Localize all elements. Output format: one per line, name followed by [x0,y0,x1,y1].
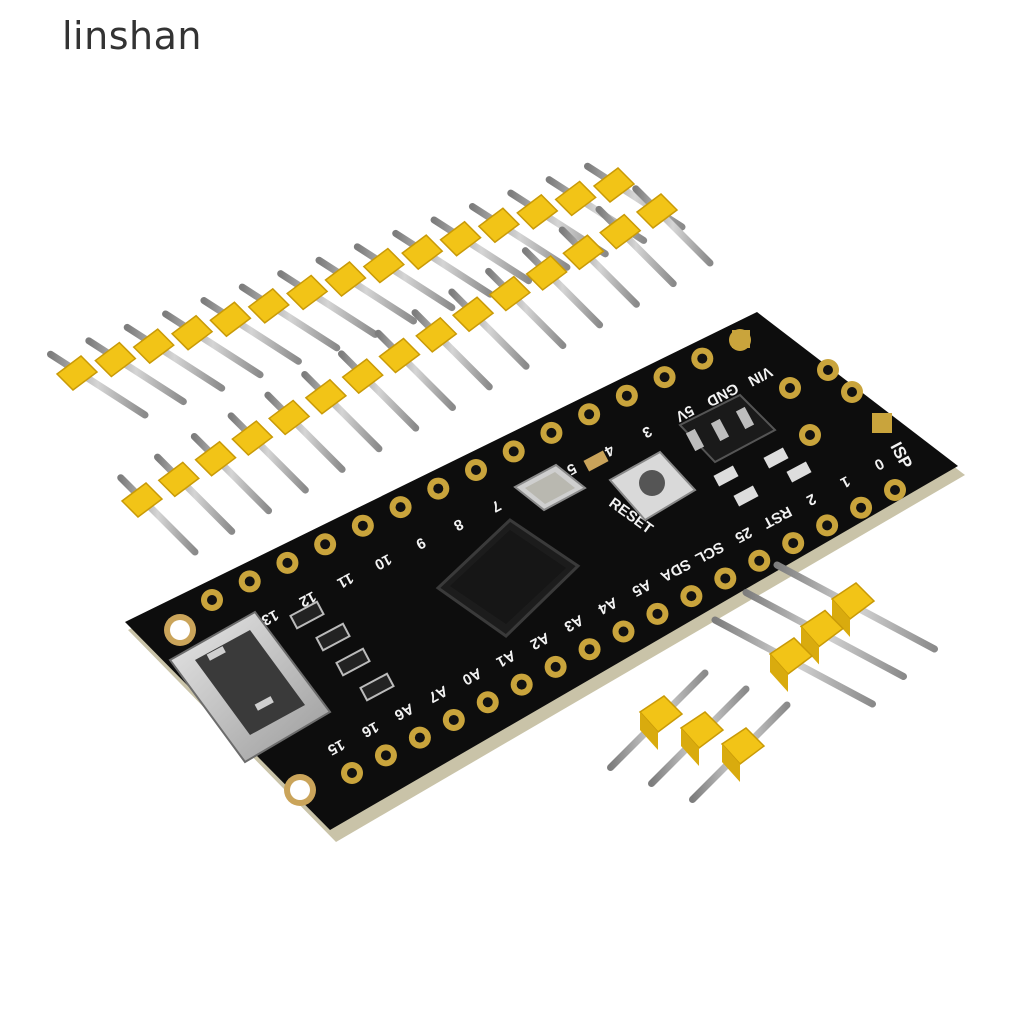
bottom-row-label: 15 [325,736,348,759]
header-plastic-block [562,234,605,271]
square-pad [872,413,892,433]
header-plastic-block [94,341,137,378]
header-pin [374,329,456,411]
short-pin-headers [607,561,938,803]
header-plastic-block [599,213,642,250]
reset-button[interactable] [608,450,697,522]
header-plastic-block [170,314,214,351]
top-row-label: 11 [334,569,356,591]
header-plastic-block [157,461,200,498]
header-plastic-block [679,711,725,750]
header-pin [264,391,346,473]
bottom-row-label: 25 [732,523,755,546]
header-pin [485,267,567,350]
header-plastic-block [362,247,405,284]
header-pin [337,350,420,432]
header-plastic-block [268,399,311,436]
header-plastic-block [477,207,521,244]
header-pin [448,288,530,370]
header-pin [200,297,302,365]
micro-usb-connector [168,610,332,764]
header-pin [558,226,640,308]
header-plastic-block [720,727,766,766]
header-plastic-block [830,582,876,621]
header-pin [632,185,714,267]
header-pin [154,453,236,535]
crystal-oscillator [513,463,587,512]
header-plastic-side [640,712,658,750]
top-row-label: 10 [372,550,395,573]
header-plastic-block [324,261,367,297]
header-plastic-side [770,654,788,692]
watermark-text: linshan [62,14,202,58]
header-plastic-block [120,482,164,518]
header-pin [47,350,149,419]
header-plastic-block [401,234,444,271]
short-header-right [711,561,938,708]
header-plastic-block [341,358,384,395]
header-plastic-block [516,193,559,230]
header-plastic-side [801,626,819,665]
header-pin [162,310,264,379]
header-pin [277,270,379,338]
header-pin [117,474,199,556]
header-plastic-block [768,637,814,676]
header-plastic-side [681,728,699,766]
header-pin [238,283,341,352]
header-plastic-block [635,193,679,229]
header-plastic-block [592,167,636,203]
header-plastic-block [638,695,684,734]
header-plastic-block [209,301,252,338]
header-plastic-block [799,609,845,648]
pcb-board: VINGND5V34567891011121314012RST25SCLSDAA… [125,312,965,842]
header-pin [227,412,309,494]
header-pin [85,337,187,406]
microcontroller-chip [435,518,581,638]
header-plastic-block [525,254,568,291]
short-header-left [607,669,791,803]
header-pin [595,205,677,288]
header-plastic-block [439,220,482,257]
header-plastic-block [194,440,237,477]
header-pin [430,216,533,285]
header-plastic-block [415,316,458,353]
header-pin [392,229,494,298]
header-pin [411,309,493,391]
header-plastic-block [554,180,597,217]
header-pin [123,323,226,392]
header-pin [353,243,456,312]
header-pin [190,432,273,515]
square-pad [732,330,750,348]
header-pin [521,247,604,329]
pad-rows [201,329,906,784]
header-plastic-block [378,337,421,374]
long-pin-headers [47,162,714,556]
header-plastic-block [247,287,290,324]
header-plastic-block [304,378,348,415]
header-plastic-block [451,296,495,333]
header-plastic-side [722,744,740,782]
voltage-regulator [678,393,777,464]
bottom-row-label: 16 [359,718,382,741]
header-plastic-block [231,420,274,457]
header-pin [315,256,417,325]
header-plastic-block [286,274,329,311]
header-strip-front [117,185,714,556]
header-plastic-block [488,275,531,312]
header-strip-back [47,162,686,419]
smd-components [289,447,812,702]
header-plastic-side [832,599,850,637]
header-plastic-block [55,355,99,391]
header-pin [301,371,383,453]
header-plastic-block [132,328,175,365]
